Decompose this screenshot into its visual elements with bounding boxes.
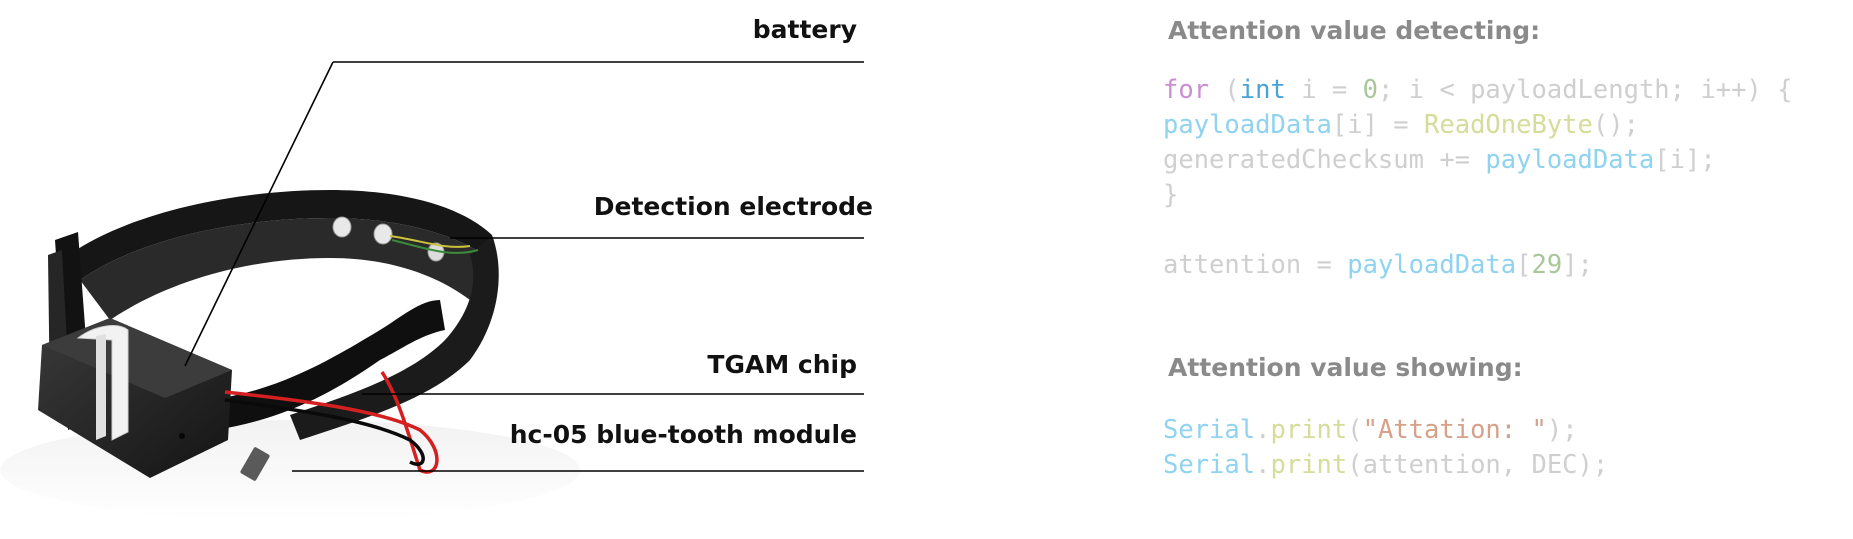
electrode-2 <box>373 223 393 245</box>
code-function: print <box>1270 415 1348 445</box>
code-line-6: Serial.print("Attation: "); <box>1163 415 1578 445</box>
code-number: 0 <box>1362 75 1378 105</box>
wire-red <box>224 371 439 474</box>
code-function: ReadOneByte <box>1424 110 1593 140</box>
code-string: "Attation: " <box>1362 415 1547 445</box>
label-tgam-chip: TGAM chip <box>707 350 857 379</box>
code-line-1: for (int i = 0; i < payloadLength; i++) … <box>1163 75 1793 105</box>
heading-showing: Attention value showing: <box>1168 353 1523 382</box>
label-detection-electrode: Detection electrode <box>593 192 873 221</box>
code-object: Serial <box>1163 450 1256 480</box>
code-variable: payloadData <box>1485 145 1655 175</box>
code-variable: payloadData <box>1347 250 1517 280</box>
label-battery: battery <box>752 15 857 44</box>
code-type: int <box>1239 75 1286 105</box>
code-line-4: } <box>1163 180 1179 210</box>
heading-detecting: Attention value detecting: <box>1168 16 1541 45</box>
bluetooth-module <box>240 447 270 481</box>
electrode-1 <box>332 216 352 238</box>
band-back-strap <box>62 190 492 280</box>
code-line-2: payloadData[i] = ReadOneByte(); <box>1163 110 1639 140</box>
headband-device-photo <box>0 61 864 520</box>
leader-battery-diagonal <box>184 61 334 367</box>
code-number: 29 <box>1531 250 1563 280</box>
code-line-5: attention = payloadData[29]; <box>1163 250 1593 280</box>
code-function: print <box>1270 450 1348 480</box>
code-keyword: for <box>1163 75 1210 105</box>
label-bluetooth-module: hc-05 blue-tooth module <box>509 420 857 449</box>
wire-black <box>224 398 425 466</box>
code-line-3: generatedChecksum += payloadData[i]; <box>1163 145 1716 175</box>
battery-wrap <box>76 325 129 441</box>
code-variable: payloadData <box>1163 110 1332 140</box>
code-line-7: Serial.print(attention, DEC); <box>1163 450 1609 480</box>
code-object: Serial <box>1163 415 1256 445</box>
